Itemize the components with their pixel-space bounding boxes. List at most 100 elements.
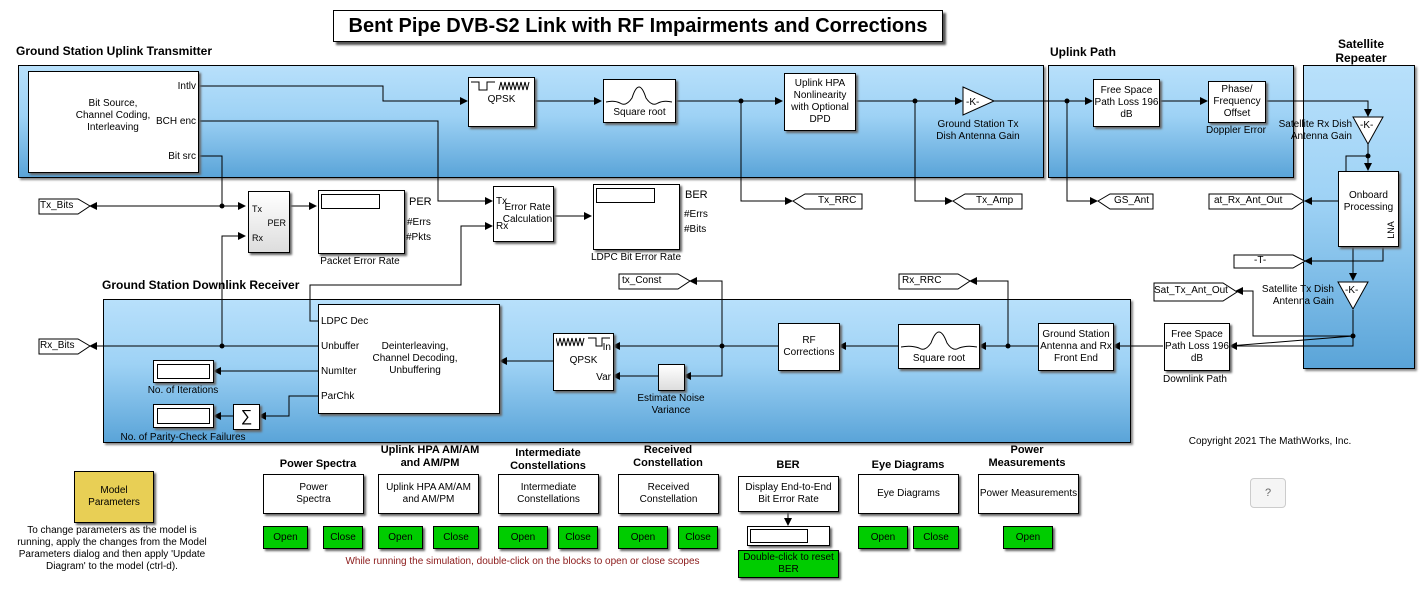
sat-tx-gain-caption: Satellite Tx Dish Antenna Gain bbox=[1261, 284, 1334, 307]
per-label-per: PER bbox=[409, 196, 432, 208]
uplink-hpa-scope-block[interactable]: Uplink HPA AM/AM and AM/PM bbox=[378, 474, 479, 514]
sat-rx-gain-block[interactable]: -K- bbox=[1352, 116, 1384, 146]
uplink-hpa-close-button[interactable]: Close bbox=[433, 526, 479, 549]
uplink-fspl-block[interactable]: Free Space Path Loss 196 dB bbox=[1093, 79, 1160, 127]
sat-rx-gain-caption: Satellite Rx Dish Antenna Gain bbox=[1278, 119, 1352, 142]
rrc-label: Square root bbox=[613, 107, 666, 118]
iterations-display[interactable] bbox=[153, 360, 214, 383]
tx-rrc-filter-block[interactable]: Square root bbox=[603, 79, 676, 123]
downlink-fspl-block[interactable]: Free Space Path Loss 196 dB bbox=[1164, 323, 1230, 371]
per-calc-block[interactable]: Tx PER Rx bbox=[248, 191, 290, 253]
tag-tx-bits[interactable] bbox=[38, 198, 92, 215]
tag-gs-ant[interactable] bbox=[1097, 193, 1155, 210]
estimate-noise-variance-block[interactable] bbox=[658, 364, 685, 391]
model-parameters-block[interactable]: Model Parameters bbox=[74, 471, 154, 523]
display-ber-label: Display End-to-End Bit Error Rate bbox=[745, 482, 832, 505]
tag-rx-bits[interactable] bbox=[38, 338, 92, 355]
eye-diagrams-close-button[interactable]: Close bbox=[913, 526, 959, 549]
tag-rx-bits-label: Rx_Bits bbox=[40, 340, 75, 351]
parity-failures-display[interactable] bbox=[153, 404, 214, 428]
tag-tx-rrc[interactable] bbox=[792, 193, 864, 210]
power-spectra-open-button[interactable]: Open bbox=[263, 526, 308, 549]
rx-front-end-label: Ground Station Antenna and Rx Front End bbox=[1040, 329, 1112, 364]
hpa-label: Uplink HPA Nonlinearity with Optional DP… bbox=[791, 78, 849, 125]
received-constellation-block[interactable]: Received Constellation bbox=[618, 474, 719, 514]
received-constellation-close-button[interactable]: Close bbox=[678, 526, 718, 549]
rrc-pulse-icon bbox=[606, 86, 672, 105]
onboard-processing-block[interactable]: Onboard Processing LNA bbox=[1338, 171, 1399, 247]
bit-source-block[interactable]: Bit Source, Channel Coding, Interleaving… bbox=[28, 71, 199, 173]
received-constellation-open-button[interactable]: Open bbox=[618, 526, 668, 549]
rf-corrections-block[interactable]: RF Corrections bbox=[778, 323, 840, 371]
tag-sat-rx-ant-out[interactable] bbox=[1208, 193, 1306, 210]
power-measurements-open-button[interactable]: Open bbox=[1003, 526, 1053, 549]
qpsk-demodulator-block[interactable]: QPSK In Var bbox=[553, 333, 614, 391]
per-display[interactable] bbox=[318, 190, 405, 254]
phase-freq-offset-block[interactable]: Phase/ Frequency Offset bbox=[1208, 81, 1266, 123]
port-tx: Tx bbox=[252, 204, 262, 214]
copyright-text: Copyright 2021 The MathWorks, Inc. bbox=[1188, 436, 1352, 447]
uplink-hpa-open-button[interactable]: Open bbox=[378, 526, 423, 549]
eye-diagrams-block[interactable]: Eye Diagrams bbox=[858, 474, 959, 514]
section-label-downlink-rx: Ground Station Downlink Receiver bbox=[102, 278, 300, 292]
power-spectra-close-button[interactable]: Close bbox=[323, 526, 363, 549]
port-intlv: Intlv bbox=[177, 81, 196, 92]
per-label-errs: #Errs bbox=[407, 217, 431, 228]
tag-t-label: -T- bbox=[1254, 255, 1267, 266]
sum-block[interactable]: ∑ bbox=[233, 404, 260, 430]
gs-tx-gain-block[interactable]: -K- bbox=[962, 86, 996, 116]
eye-diagrams-label: Eye Diagrams bbox=[877, 488, 940, 499]
ber-display[interactable] bbox=[593, 184, 680, 250]
uplink-fspl-label: Free Space Path Loss 196 dB bbox=[1094, 85, 1159, 120]
parity-failures-caption: No. of Parity-Check Failures bbox=[120, 432, 246, 443]
scope-title-uplink-hpa: Uplink HPA AM/AM and AM/PM bbox=[380, 444, 480, 469]
qpsk-label: QPSK bbox=[569, 355, 598, 366]
tag-rx-const[interactable] bbox=[618, 273, 692, 290]
tag-t[interactable] bbox=[1233, 254, 1307, 269]
section-label-uplink-tx: Ground Station Uplink Transmitter bbox=[16, 44, 213, 58]
tag-tx-amp[interactable] bbox=[952, 193, 1024, 210]
display-ber-block[interactable]: Display End-to-End Bit Error Rate bbox=[738, 476, 839, 512]
sum-symbol: ∑ bbox=[240, 408, 253, 425]
rx-front-end-block[interactable]: Ground Station Antenna and Rx Front End bbox=[1038, 323, 1114, 371]
scope-title-intermediate-constellations: Intermediate Constellations bbox=[510, 447, 586, 472]
power-measurements-block[interactable]: Power Measurements bbox=[978, 474, 1079, 514]
intermediate-constellations-close-button[interactable]: Close bbox=[558, 526, 598, 549]
tag-rx-const-label: tx_Const bbox=[622, 275, 662, 286]
sat-tx-gain-block[interactable]: -K- bbox=[1337, 281, 1369, 311]
intermediate-constellations-label: Intermediate Constellations bbox=[517, 482, 580, 505]
error-rate-calc-block[interactable]: Error Rate Calculation Tx Rx bbox=[493, 186, 554, 242]
ber-label-errs: #Errs bbox=[684, 209, 708, 220]
rx-rrc-filter-block[interactable]: Square root bbox=[898, 324, 980, 369]
scope-title-eye-diagrams: Eye Diagrams bbox=[871, 459, 945, 471]
qpsk-modulator-block[interactable]: QPSK bbox=[468, 77, 535, 127]
uplink-hpa-block[interactable]: Uplink HPA Nonlinearity with Optional DP… bbox=[784, 73, 856, 131]
tag-tx-rrc-label: Tx_RRC bbox=[818, 195, 857, 206]
tag-sat-tx-ant-out[interactable] bbox=[1153, 282, 1239, 302]
pfo-label: Phase/ Frequency Offset bbox=[1213, 84, 1261, 119]
gain-symbol: -K- bbox=[1345, 285, 1358, 296]
rf-corrections-label: RF Corrections bbox=[783, 335, 835, 358]
downlink-rx-subsystem[interactable] bbox=[103, 299, 1131, 443]
tag-tx-amp-label: Tx_Amp bbox=[976, 195, 1014, 206]
bit-source-label: Bit Source, Channel Coding, Interleaving bbox=[75, 98, 151, 133]
port-rx: Rx bbox=[252, 233, 263, 243]
rrc-label: Square root bbox=[912, 353, 966, 364]
modulation-waveform-icon bbox=[471, 81, 530, 91]
eye-diagrams-open-button[interactable]: Open bbox=[858, 526, 908, 549]
doppler-caption: Doppler Error bbox=[1205, 125, 1267, 136]
tag-rx-rrc[interactable] bbox=[898, 273, 972, 290]
power-measurements-label: Power Measurements bbox=[979, 488, 1078, 499]
per-caption: Packet Error Rate bbox=[320, 256, 400, 267]
model-parameters-note: To change parameters as the model is run… bbox=[17, 525, 207, 572]
port-parchk: ParChk bbox=[321, 391, 355, 402]
uplink-hpa-scope-label: Uplink HPA AM/AM and AM/PM bbox=[386, 482, 471, 505]
decoder-block[interactable]: Deinterleaving, Channel Decoding, Unbuff… bbox=[318, 304, 500, 414]
power-spectra-block[interactable]: Power Spectra bbox=[263, 474, 364, 514]
help-button[interactable]: ? bbox=[1250, 478, 1286, 508]
intermediate-constellations-block[interactable]: Intermediate Constellations bbox=[498, 474, 599, 514]
reset-ber-button[interactable]: Double-click to reset BER bbox=[738, 550, 839, 578]
received-constellation-label: Received Constellation bbox=[639, 482, 698, 505]
scope-title-received-constellation: Received Constellation bbox=[633, 444, 703, 469]
intermediate-constellations-open-button[interactable]: Open bbox=[498, 526, 548, 549]
